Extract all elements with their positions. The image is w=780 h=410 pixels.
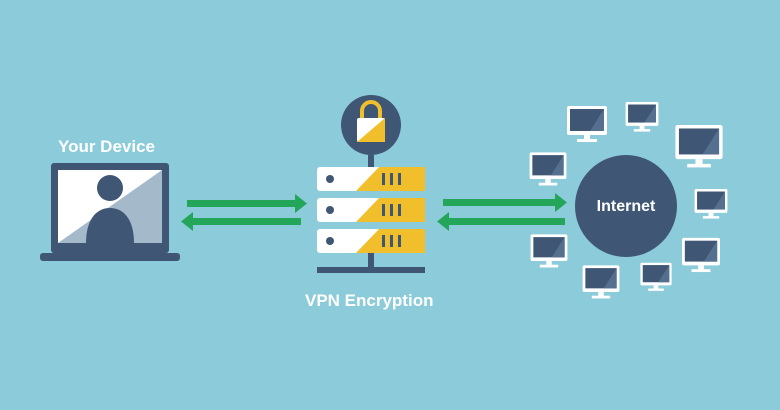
padlock-icon — [341, 95, 401, 155]
arrow-left-2 — [447, 218, 565, 225]
arrow-right-2 — [443, 199, 557, 206]
vpn-internet-arrows — [437, 193, 567, 231]
monitor-icon — [694, 189, 728, 219]
monitor-icon — [675, 124, 723, 168]
monitor-icon — [682, 237, 720, 273]
monitor-icon — [529, 152, 567, 186]
monitor-icon — [640, 262, 672, 291]
laptop-user-icon — [40, 163, 180, 261]
monitor-icon — [582, 265, 620, 299]
vpn-encryption-label: VPN Encryption — [305, 291, 434, 310]
monitor-icon — [625, 102, 659, 132]
internet-globe — [575, 155, 677, 257]
server-stack-icon — [317, 167, 425, 273]
arrow-right-1 — [187, 200, 297, 207]
monitor-icon — [530, 234, 568, 268]
internet-label: Internet — [596, 198, 656, 215]
monitor-icon — [567, 106, 607, 142]
your-device-label: Your Device — [58, 137, 156, 156]
device-vpn-arrows — [181, 194, 307, 231]
arrow-left-1 — [191, 218, 301, 225]
